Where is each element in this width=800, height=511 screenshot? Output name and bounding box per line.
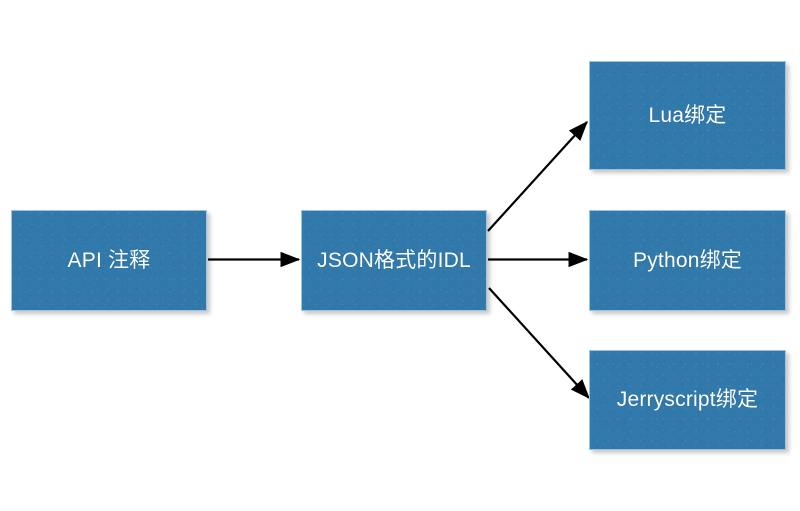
node-jerryscript-binding[interactable]: Jerryscript绑定 xyxy=(589,350,786,450)
edge-idl-to-jerry xyxy=(488,287,590,399)
node-python-binding-label: Python绑定 xyxy=(633,248,742,272)
node-lua-binding-label: Lua绑定 xyxy=(648,103,727,127)
node-api-annotation-label: API 注释 xyxy=(67,248,151,272)
edge-idl-to-lua xyxy=(487,121,588,232)
node-jerryscript-binding-label: Jerryscript绑定 xyxy=(616,388,759,412)
node-api-annotation[interactable]: API 注释 xyxy=(11,210,207,311)
node-json-idl-label: JSON格式的IDL xyxy=(317,248,471,272)
node-lua-binding[interactable]: Lua绑定 xyxy=(589,61,786,170)
node-json-idl[interactable]: JSON格式的IDL xyxy=(301,210,487,311)
node-python-binding[interactable]: Python绑定 xyxy=(589,210,786,311)
